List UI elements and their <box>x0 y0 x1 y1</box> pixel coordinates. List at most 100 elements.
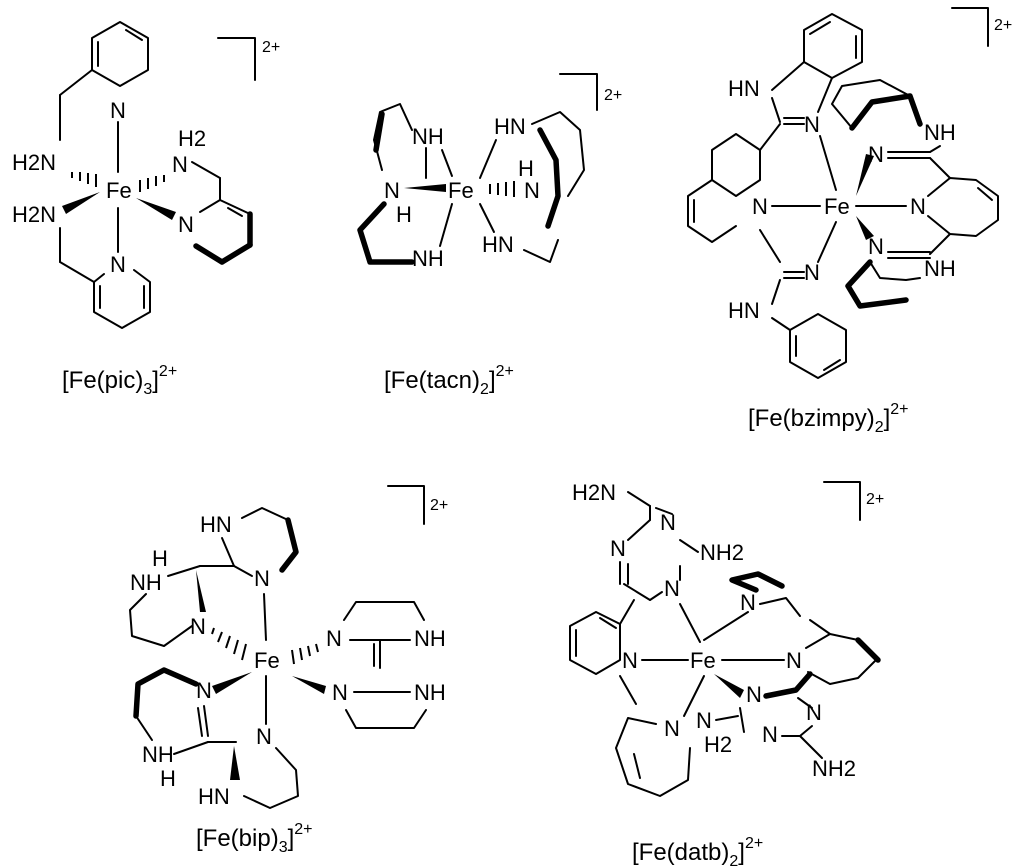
atom-hn: HN <box>494 114 526 139</box>
bond <box>241 507 289 521</box>
bond <box>523 239 559 263</box>
metal-fe: Fe <box>690 648 716 673</box>
wedge-bond <box>62 192 100 214</box>
bond <box>623 583 651 601</box>
atom-n: N <box>664 716 680 741</box>
bond <box>441 149 453 177</box>
bond <box>649 591 663 601</box>
bond <box>599 617 617 629</box>
charge-label: 2+ <box>430 497 448 514</box>
atom-hn: HN <box>728 76 760 101</box>
bond <box>809 21 831 35</box>
atom-nh2: NH2 <box>700 540 744 565</box>
pyridine-ring <box>615 717 691 797</box>
bond <box>817 77 833 113</box>
bond <box>809 619 831 635</box>
wedge-bond <box>292 676 326 694</box>
bold-bond <box>219 242 253 265</box>
atom-n: N <box>664 576 680 601</box>
complex-caption: [Fe(bzimpy)2]2+ <box>748 401 909 436</box>
atom-h2: H2 <box>178 126 206 151</box>
bond <box>759 229 781 263</box>
charge-bracket <box>823 481 861 521</box>
bond <box>739 707 745 733</box>
complex-fe-pic: 2+ N H2N Fe H2 N H2N <box>12 21 280 398</box>
benzene-ring <box>803 13 863 79</box>
atom-n: N <box>804 112 820 137</box>
atom-h: H <box>396 202 412 227</box>
atom-nh: NH <box>414 626 446 651</box>
bond <box>479 139 497 179</box>
bond <box>243 747 299 809</box>
hashed-bond <box>291 643 319 665</box>
bond <box>125 29 143 41</box>
bond <box>479 203 495 233</box>
atom-n: N <box>254 566 270 591</box>
bond <box>233 565 253 577</box>
bond <box>633 753 641 779</box>
bond <box>831 79 911 129</box>
atom-n: N <box>868 142 884 167</box>
charge-bracket <box>559 73 598 111</box>
atom-n: N <box>786 648 802 673</box>
bond <box>221 537 235 567</box>
bold-bond <box>133 667 199 719</box>
atom-n: N <box>110 252 126 277</box>
charge-bracket <box>951 7 989 47</box>
metal-fe: Fe <box>106 178 132 203</box>
atom-h2: H2 <box>704 732 732 757</box>
atom-n: N <box>868 234 884 259</box>
pyridine-ring <box>91 21 149 87</box>
metal-fe: Fe <box>448 178 474 203</box>
wedge-bond <box>404 184 446 192</box>
bond <box>619 599 635 625</box>
atom-h2n: H2N <box>12 150 56 175</box>
atom-n: N <box>256 724 272 749</box>
atom-nh: NH <box>130 570 162 595</box>
atom-hn: HN <box>200 512 232 537</box>
atom-n: N <box>384 178 400 203</box>
charge-label: 2+ <box>994 17 1012 34</box>
atom-h2n: H2N <box>12 202 56 227</box>
hashed-bond <box>71 172 97 187</box>
bond <box>219 199 251 215</box>
bond <box>627 519 651 541</box>
bond <box>799 735 823 759</box>
bond <box>703 611 749 641</box>
atom-nh: NH <box>414 680 446 705</box>
atom-n: N <box>178 212 194 237</box>
wedge-bond <box>196 570 206 612</box>
bond <box>679 539 699 553</box>
atom-n: N <box>752 194 768 219</box>
bold-bond <box>845 259 909 309</box>
pyridine-ring <box>687 179 737 243</box>
atom-h2n: H2N <box>572 480 616 505</box>
pyridine-ring <box>711 133 761 197</box>
atom-n: N <box>762 722 778 747</box>
bond <box>199 199 221 213</box>
complex-fe-bzimpy: 2+ HN N N Fe N HN <box>687 7 1012 436</box>
bold-bond <box>373 111 385 153</box>
bond <box>203 705 209 737</box>
benzene-ring <box>789 313 847 379</box>
wedge-bond <box>212 672 252 694</box>
bold-bond <box>855 637 881 663</box>
bond <box>59 261 95 283</box>
bold-bond <box>537 127 561 229</box>
bond <box>345 709 427 729</box>
wedge-bond <box>714 674 744 698</box>
hashed-bond <box>139 175 165 192</box>
bond <box>197 707 203 737</box>
bond <box>167 565 201 577</box>
atom-n: N <box>524 178 540 203</box>
bond <box>977 187 993 201</box>
complex-caption: [Fe(datb)2]2+ <box>632 835 763 868</box>
hashed-bond <box>211 627 247 661</box>
atom-n: N <box>746 682 762 707</box>
atom-nh: NH <box>924 120 956 145</box>
bond <box>771 61 805 91</box>
complex-caption: [Fe(pic)3]2+ <box>62 363 177 398</box>
bond <box>823 359 841 371</box>
bond <box>531 111 585 197</box>
